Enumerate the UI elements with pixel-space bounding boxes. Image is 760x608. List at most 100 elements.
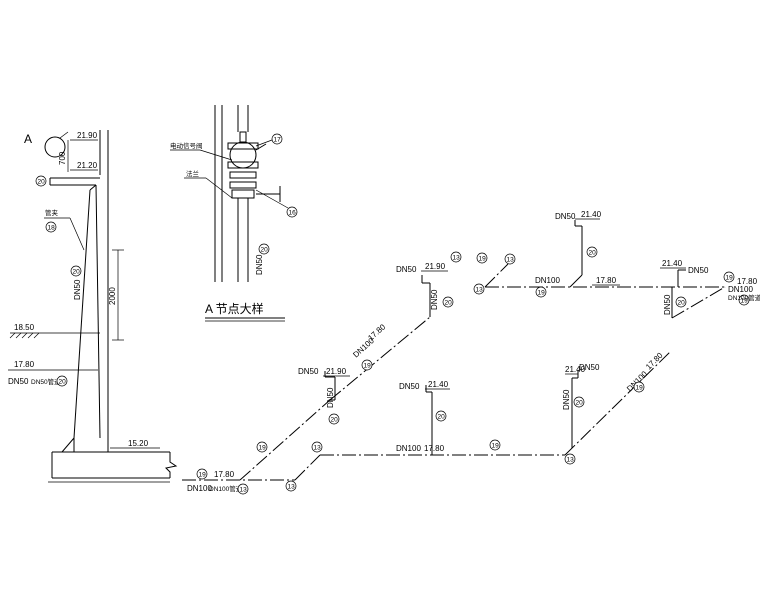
tag-20: 20	[589, 250, 597, 257]
tag-bubble	[476, 252, 488, 264]
leader-label: 管夹	[45, 208, 59, 217]
tag-bubble	[675, 296, 687, 308]
tag-20: 20	[38, 179, 46, 186]
tag-bubble	[435, 410, 447, 422]
riser-elev: 21.40	[565, 365, 586, 374]
detail-title: A 节点大样	[205, 301, 264, 316]
tag-20: 20	[261, 247, 269, 254]
tag-13: 13	[567, 457, 575, 464]
valve-handle	[255, 143, 267, 151]
flange	[231, 189, 255, 199]
tag-bubble	[586, 246, 598, 258]
tag-bubble	[45, 221, 57, 233]
leader	[69, 217, 85, 251]
dim-700-label: 700	[58, 151, 67, 165]
riser-elev: 21.40	[662, 259, 683, 268]
tag-13: 13	[288, 484, 296, 491]
base-wall	[61, 437, 75, 453]
tag-bubble	[564, 453, 576, 465]
inlet-elev: 17.80	[214, 470, 235, 479]
inlet-note: DN100管道	[209, 484, 243, 493]
flange	[229, 181, 257, 189]
tag-19: 19	[741, 298, 749, 305]
bottom-main-elev: 17.80	[424, 444, 445, 453]
inlet-dn: DN100	[187, 484, 212, 493]
pipe-note: DN50管道	[31, 377, 61, 386]
leader	[199, 149, 233, 161]
riser-vert-dn: DN50	[663, 294, 672, 315]
tag-18: 18	[48, 225, 56, 232]
elev-pipe-label: 17.80	[14, 360, 35, 369]
tag-19: 19	[636, 385, 644, 392]
tag-bubble	[70, 265, 82, 277]
top-main-dn: DN100	[535, 276, 560, 285]
leader	[59, 131, 69, 139]
detail-pipe-label: DN50	[255, 254, 264, 275]
detail-circle	[44, 136, 66, 158]
tag-20: 20	[576, 400, 584, 407]
tag-bubble	[56, 375, 68, 387]
tag-13: 13	[314, 445, 322, 452]
tag-bubble	[573, 396, 585, 408]
section-view: A 21.90 21.20 700 20 管夹 18 DN50 20 2000 …	[8, 130, 178, 483]
top-main-branch	[484, 263, 509, 288]
tag-bubble	[442, 296, 454, 308]
tag-bubble	[237, 483, 249, 495]
diag-pipe-right	[564, 351, 671, 456]
wall-taper-outer	[89, 184, 97, 191]
riser-elev: 21.40	[581, 210, 602, 219]
break-symbol	[164, 452, 178, 478]
leader	[205, 177, 233, 199]
tag-13: 13	[453, 255, 461, 262]
tag-13: 13	[240, 487, 248, 494]
tag-19: 19	[199, 472, 207, 479]
detail-label-mid: 法兰	[186, 169, 200, 178]
riser-vert-dn: DN50	[430, 289, 439, 310]
tag-20: 20	[438, 414, 446, 421]
tag-bubble	[311, 441, 323, 453]
tag-19: 19	[492, 443, 500, 450]
pipe-label: DN50	[8, 377, 29, 386]
riser-dn: DN50	[555, 212, 576, 221]
riser-dn: DN50	[396, 265, 417, 274]
riser-elev: 21.40	[428, 380, 449, 389]
wall-taper-outer	[73, 189, 91, 439]
tag-bubble	[271, 133, 283, 145]
tag-20: 20	[73, 269, 81, 276]
detail-label-top: 电动信号阀	[170, 141, 203, 150]
diag-right-elev: 17.80	[644, 351, 665, 372]
tag-bubble	[256, 441, 268, 453]
valve-stem	[239, 131, 247, 143]
tag-bubble	[328, 413, 340, 425]
riser-dn: DN50	[688, 266, 709, 275]
tag-bubble	[723, 271, 735, 283]
wall-taper	[95, 184, 101, 439]
tag-bubble	[633, 381, 645, 393]
elev-base-label: 15.20	[128, 439, 149, 448]
tag-19: 19	[479, 256, 487, 263]
tag-bubble	[35, 175, 47, 187]
riser-dn: DN50	[399, 382, 420, 391]
tag-17: 17	[274, 137, 282, 144]
tag-13: 13	[476, 287, 484, 294]
diag-pipe-left	[239, 399, 331, 481]
tag-bubble	[473, 283, 485, 295]
tag-bubble	[196, 468, 208, 480]
valve-flange	[227, 142, 259, 150]
tag-bubble	[535, 286, 547, 298]
tag-19: 19	[726, 275, 734, 282]
diag-connector	[671, 286, 726, 319]
ground-hatch	[9, 332, 40, 339]
tag-bubble	[450, 251, 462, 263]
top-main-elev: 17.80	[596, 276, 617, 285]
valve-body	[229, 141, 257, 169]
elev-ground-label: 18.50	[14, 323, 35, 332]
valve-flange	[227, 161, 259, 169]
tag-20: 20	[59, 379, 67, 386]
detail-a: 电动信号阀 法兰 17 16 20 DN50 A 节点大样	[170, 105, 298, 322]
bottom-main-dn: DN100	[396, 444, 421, 453]
flange	[229, 171, 257, 179]
riser-dn: DN50	[579, 363, 600, 372]
